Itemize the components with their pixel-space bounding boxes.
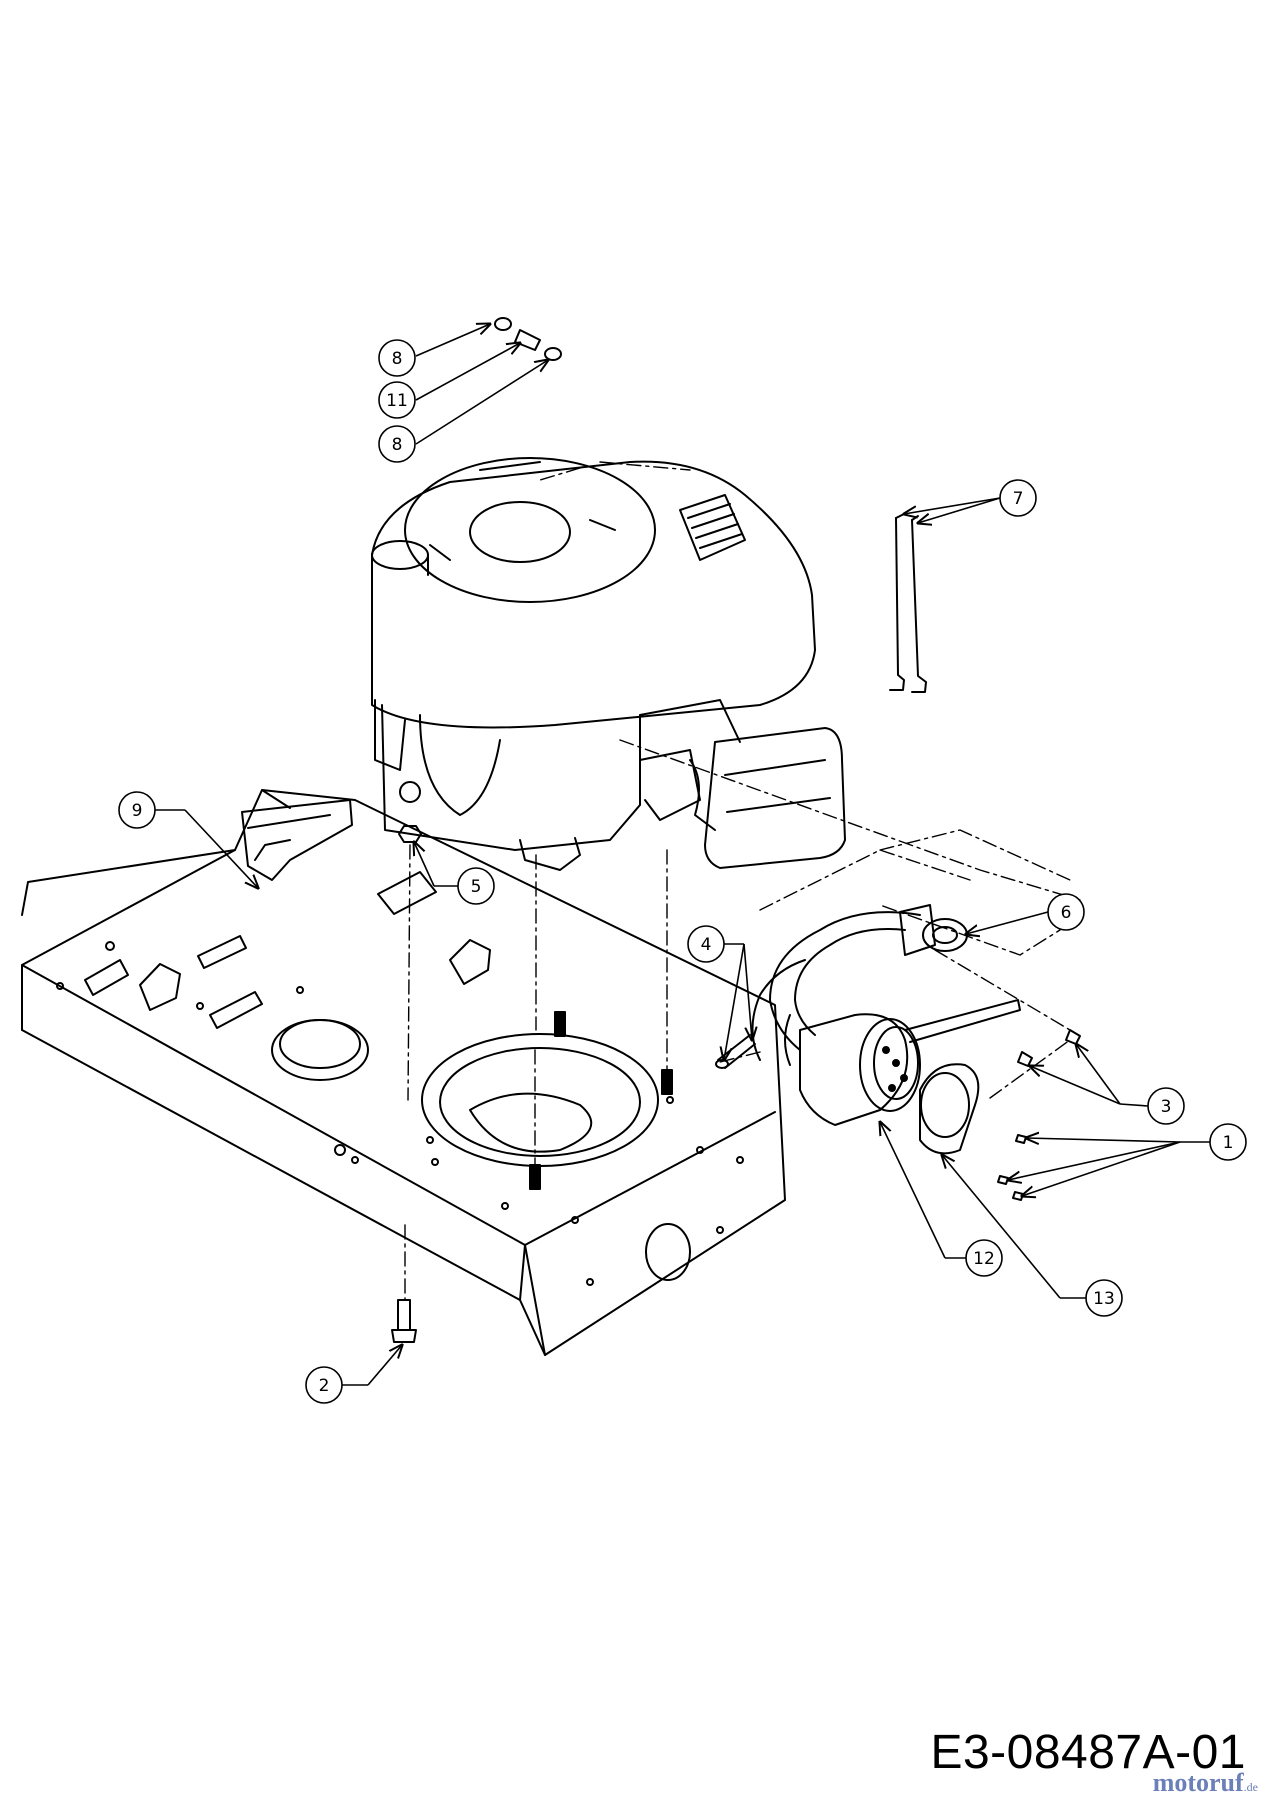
engine [371,457,846,871]
muffler-assembly [751,904,1021,1155]
callout-11: 11 [378,343,520,419]
callout-label: 5 [471,877,482,897]
callout-1: 1 [1008,1123,1247,1196]
drawing-code: E3-08487A-01 [930,1726,1246,1779]
callout-5: 5 [414,842,495,905]
part-3-bolts [1017,1029,1081,1067]
callout-13: 13 [942,1155,1123,1317]
part-1-screws [997,1134,1027,1201]
callout-3: 3 [1030,1044,1185,1125]
callout-12: 12 [880,1122,1003,1277]
callout-label: 13 [1093,1289,1115,1309]
callout-label: 12 [973,1249,995,1269]
assembly-lines [404,461,1081,1301]
watermark-main: motoruf [1152,1768,1244,1797]
callout-8-top: 8 [378,324,490,377]
parts-8-11-clamps [494,317,562,361]
callout-2: 2 [305,1345,402,1404]
callout-label: 11 [386,391,408,411]
callout-label: 1 [1223,1133,1234,1153]
part-7-strap [889,513,927,693]
callout-label: 8 [392,349,403,369]
callouts: 8 11 8 7 9 [118,324,1247,1404]
studs [529,1011,673,1190]
callout-label: 6 [1061,903,1072,923]
callout-6: 6 [966,893,1085,934]
part-2-bolt [391,1299,417,1343]
watermark-logo: motoruf.de [1153,1768,1258,1798]
callout-4: 4 [687,925,752,1060]
callout-label: 4 [701,935,712,955]
callout-label: 2 [319,1376,330,1396]
callout-label: 7 [1013,489,1024,509]
callout-8-lower: 8 [378,360,548,463]
callout-label: 9 [132,801,143,821]
chassis-frame [21,789,786,1356]
callout-label: 3 [1161,1097,1172,1117]
callout-7: 7 [904,479,1037,523]
callout-9: 9 [118,791,258,888]
part-9-guard [241,799,353,881]
watermark-suffix: .de [1243,1780,1258,1794]
part-4-bolt [715,1034,756,1069]
callout-label: 8 [392,435,403,455]
